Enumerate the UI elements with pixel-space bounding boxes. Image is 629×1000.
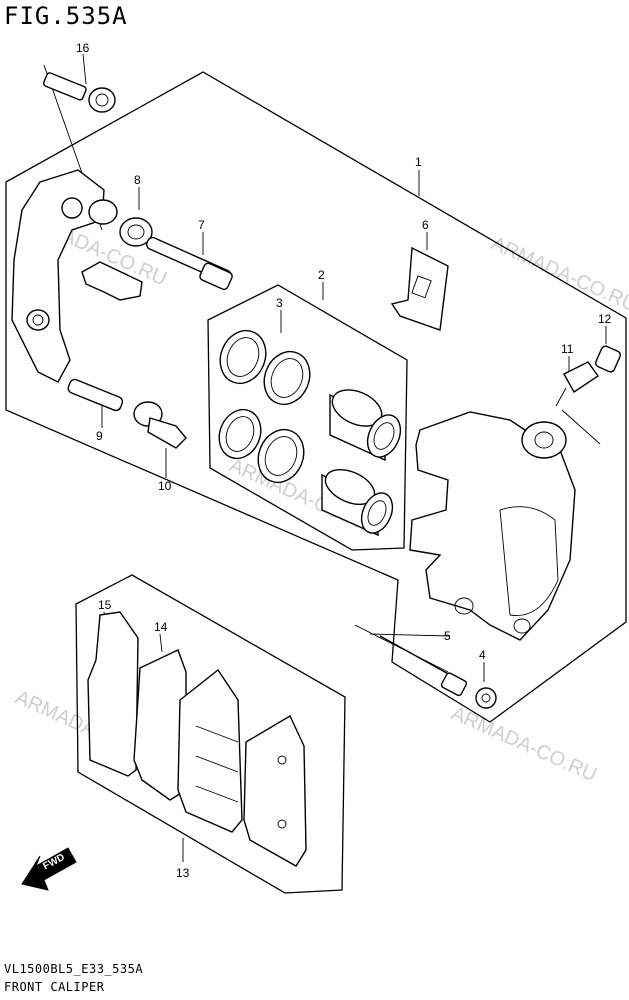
part-9-pin <box>67 378 124 412</box>
callout-9: 9 <box>96 429 103 443</box>
callout-15: 15 <box>98 598 112 612</box>
callout-7: 7 <box>198 218 205 232</box>
part-3-seals <box>218 329 311 484</box>
assembly-frame <box>5 71 627 723</box>
callout-numbers: 16 1 8 7 6 2 3 12 11 9 10 15 14 5 4 13 <box>76 41 612 880</box>
pad-spring-clip <box>81 261 143 301</box>
callout-10: 10 <box>158 479 172 493</box>
part-4-plug <box>475 687 497 709</box>
callout-13: 13 <box>176 866 190 880</box>
part-16-bolt <box>42 72 116 113</box>
watermark: ARMADA-CO.RU <box>448 702 600 786</box>
part-14-shim <box>133 649 187 801</box>
callout-4: 4 <box>479 648 486 662</box>
caliper-body <box>409 411 576 641</box>
section-name: FRONT CALIPER <box>4 980 105 994</box>
part-11-bleeder-screw <box>555 361 599 407</box>
figure-title: FIG.535A <box>4 2 128 30</box>
piston-kit-frame <box>207 284 408 551</box>
part-10-boot <box>133 401 187 449</box>
part-7-slide-pin <box>146 236 233 291</box>
pad-set-frame <box>75 574 346 894</box>
callout-5: 5 <box>444 629 451 643</box>
watermark: ARMADA-CO.RU <box>488 232 629 316</box>
callout-6: 6 <box>422 218 429 232</box>
part-15-shim <box>87 611 139 777</box>
brake-pads <box>177 668 307 867</box>
model-code: VL1500BL5_E33_535A <box>4 962 144 976</box>
caliper-bracket <box>11 169 118 383</box>
callout-12: 12 <box>598 312 612 326</box>
callout-8: 8 <box>134 173 141 187</box>
callout-14: 14 <box>154 620 168 634</box>
fwd-arrow-icon: FWD <box>21 847 77 891</box>
callout-2: 2 <box>318 268 325 282</box>
part-5-pad-pin <box>379 635 468 697</box>
part-6-pad-spring <box>390 246 449 331</box>
callout-16: 16 <box>76 41 90 55</box>
pistons <box>321 389 402 537</box>
part-12-cap <box>594 345 622 373</box>
part-8-boot <box>119 217 153 247</box>
callout-11: 11 <box>561 342 574 356</box>
callout-1: 1 <box>415 155 422 169</box>
callout-3: 3 <box>276 296 283 310</box>
